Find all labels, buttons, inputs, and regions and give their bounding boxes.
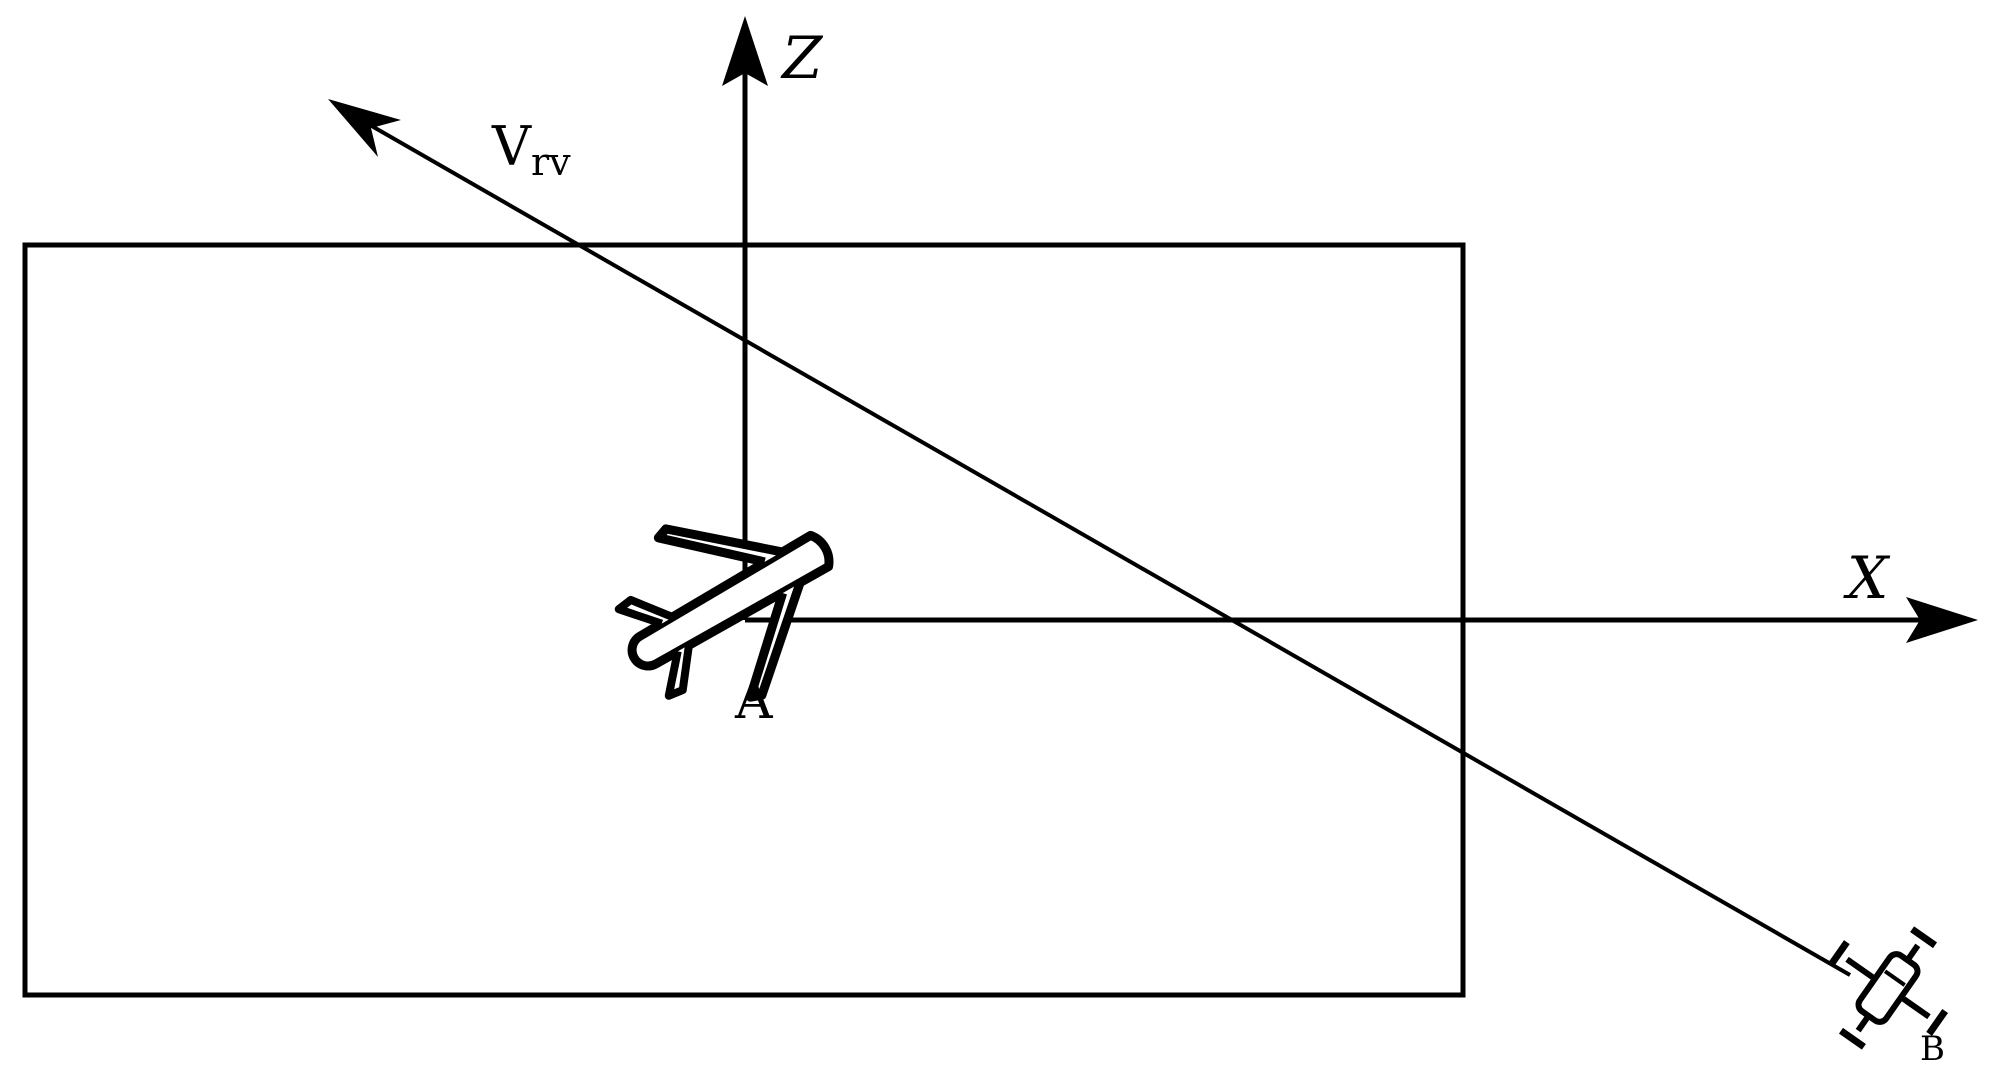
x-axis-label: X [1843, 544, 1891, 612]
velocity-vector-symbol: V [491, 115, 532, 178]
velocity-vector-line [369, 123, 1851, 977]
x-axis: X [745, 544, 1978, 643]
velocity-vector-label: Vrv [491, 115, 571, 184]
quadcopter-drone-icon [1827, 926, 1949, 1050]
point-a-label: A [734, 671, 774, 731]
relative-velocity-vector: Vrv [328, 99, 1851, 977]
z-axis-arrowhead [722, 16, 768, 86]
velocity-vector-subscript: rv [531, 140, 571, 184]
velocity-vector-arrowhead [328, 99, 401, 157]
z-axis-label: Z [780, 24, 824, 92]
airplane-icon [614, 524, 834, 702]
x-axis-arrowhead [1906, 597, 1978, 643]
point-b-label: B [1920, 1029, 1945, 1069]
z-axis: Z [722, 16, 824, 620]
